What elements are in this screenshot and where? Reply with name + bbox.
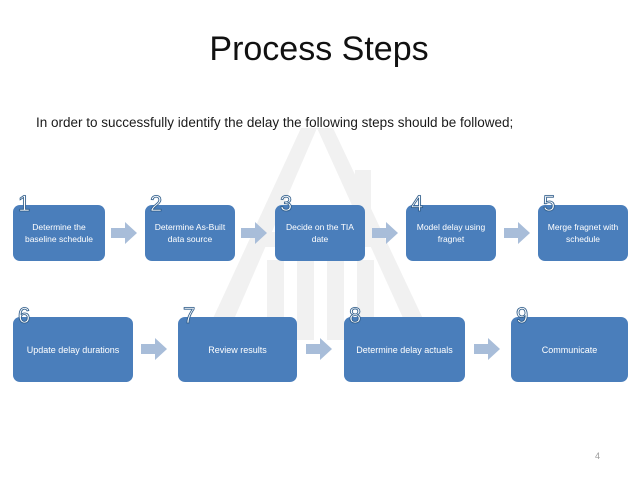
page-number: 4	[594, 451, 600, 461]
arrow-right-icon	[372, 222, 398, 244]
process-step-5[interactable]: 5 Merge fragnet with schedule	[538, 192, 628, 261]
step-label-8: Determine delay actuals	[356, 344, 453, 355]
step-label-4: Model delay using fragnet	[416, 222, 486, 244]
step-number-3: 3	[280, 191, 293, 216]
process-step-3[interactable]: 3 Decide on the TIA date	[275, 192, 365, 261]
process-step-2[interactable]: 2 Determine As-Built data source	[145, 192, 235, 261]
step-label-5: Merge fragnet with schedule	[547, 222, 619, 244]
step-number-8: 8	[349, 303, 362, 328]
step-label-7: Review results	[208, 344, 267, 355]
arrow-right-icon	[504, 222, 530, 244]
process-step-1[interactable]: 1 Determine the baseline schedule	[13, 192, 105, 261]
arrow-right-icon	[474, 338, 500, 360]
process-step-7[interactable]: 7 Review results	[178, 304, 297, 382]
process-step-4[interactable]: 4 Model delay using fragnet	[406, 192, 496, 261]
page-title: Process Steps	[209, 30, 429, 68]
intro-paragraph: In order to successfully identify the de…	[36, 115, 514, 130]
arrow-right-icon	[306, 338, 332, 360]
step-number-1: 1	[18, 191, 31, 216]
arrow-right-icon	[241, 222, 267, 244]
arrow-right-icon	[141, 338, 167, 360]
step-label-2: Determine As-Built data source	[154, 222, 226, 244]
step-number-5: 5	[543, 191, 556, 216]
step-number-4: 4	[411, 191, 424, 216]
step-number-7: 7	[183, 303, 196, 328]
step-number-6: 6	[18, 303, 31, 328]
process-step-9[interactable]: 9 Communicate	[511, 304, 628, 382]
process-step-8[interactable]: 8 Determine delay actuals	[344, 304, 465, 382]
step-number-2: 2	[150, 191, 163, 216]
arrow-right-icon	[111, 222, 137, 244]
step-number-9: 9	[516, 303, 529, 328]
step-label-9: Communicate	[541, 344, 598, 355]
step-label-6: Update delay durations	[26, 344, 120, 355]
step-label-3: Decide on the TIA date	[286, 222, 354, 244]
process-step-6[interactable]: 6 Update delay durations	[13, 304, 133, 382]
step-label-1: Determine the baseline schedule	[24, 222, 94, 244]
